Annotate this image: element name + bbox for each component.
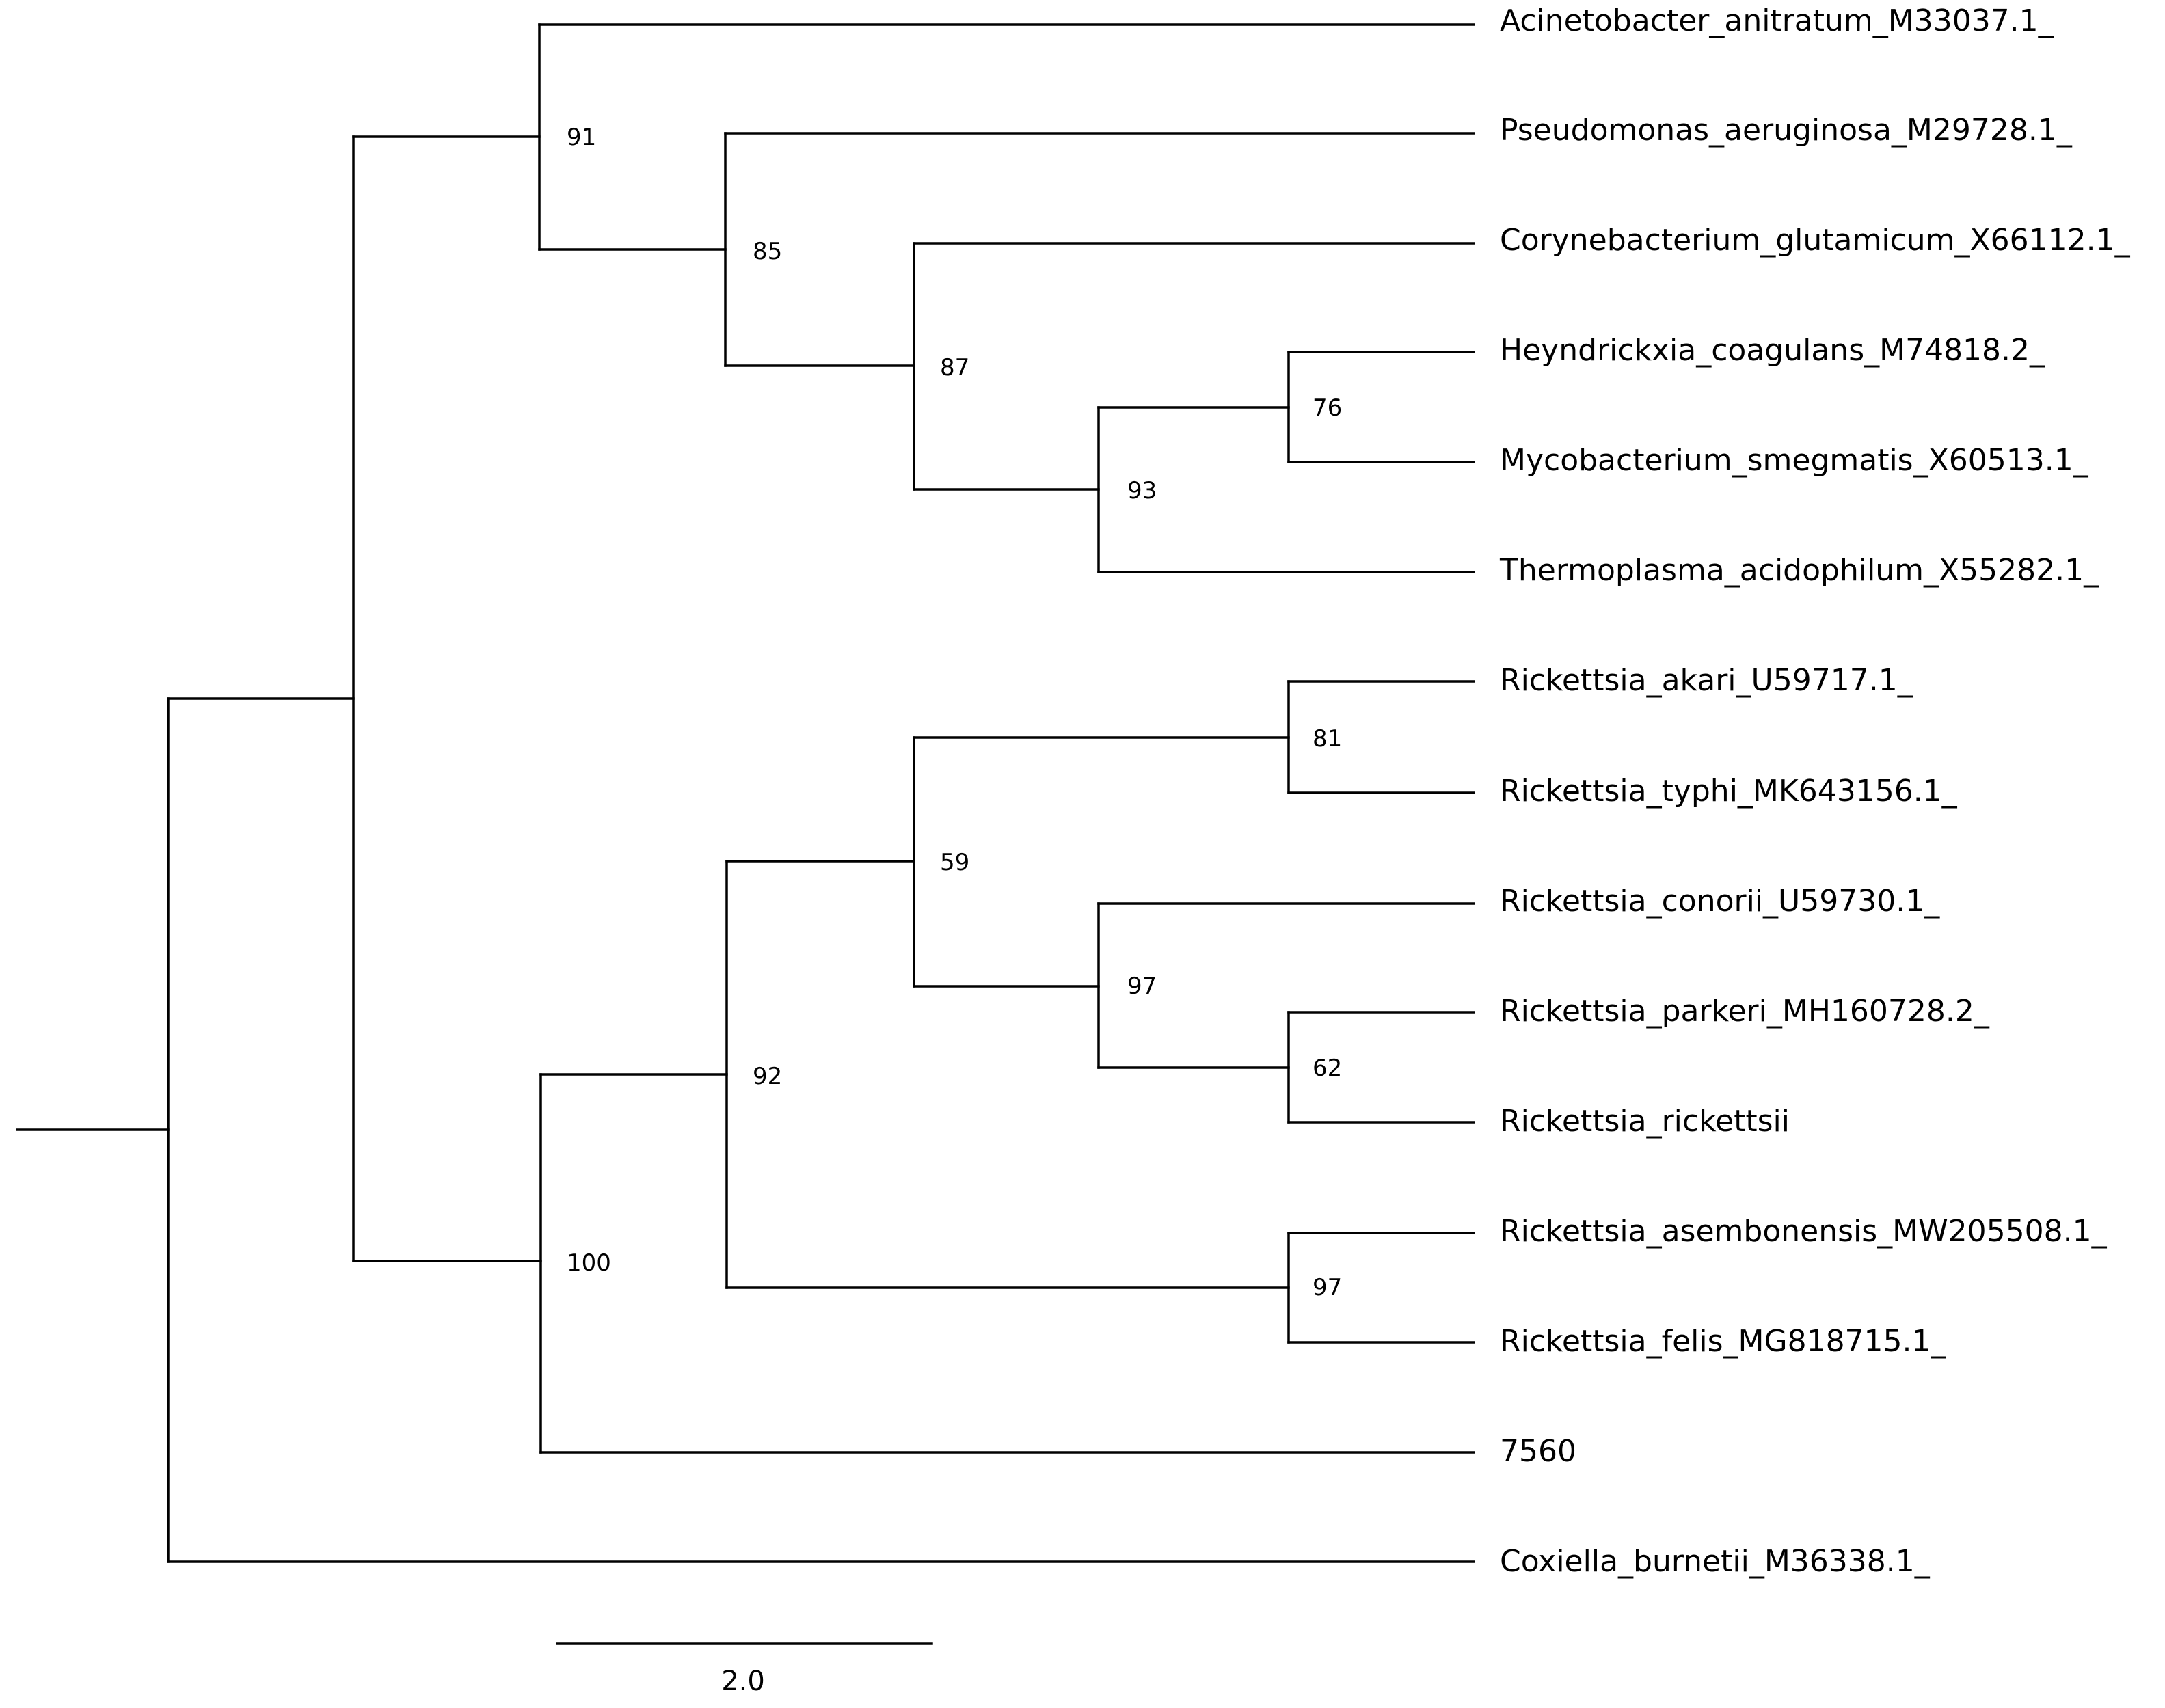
support-label-91: 91 xyxy=(567,124,596,151)
tip-label-coxiella: Coxiella_burnetii_M36338.1_ xyxy=(1500,1544,1931,1579)
tip-label-mycobacterium: Mycobacterium_smegmatis_X60513.1_ xyxy=(1500,443,2089,478)
scale-bar-label: 2.0 xyxy=(721,1666,765,1697)
tip-label-acinetobacter: Acinetobacter_anitratum_M33037.1_ xyxy=(1500,3,2054,38)
tip-label-pseudomonas: Pseudomonas_aeruginosa_M29728.1_ xyxy=(1500,113,2073,148)
support-label-93: 93 xyxy=(1127,477,1157,504)
tip-label-r-conorii: Rickettsia_conorii_U59730.1_ xyxy=(1500,884,1940,919)
support-label-62: 62 xyxy=(1313,1055,1342,1082)
support-label-59: 59 xyxy=(940,849,969,876)
scale-bar: 2.0 xyxy=(556,1642,933,1697)
tip-label-r-rickettsii: Rickettsia_rickettsii xyxy=(1500,1104,1790,1139)
tip-label-corynebacterium: Corynebacterium_glutamicum_X66112.1_ xyxy=(1500,223,2131,258)
support-label-97b: 97 xyxy=(1313,1274,1342,1301)
support-label-97a: 97 xyxy=(1127,973,1157,1000)
tip-label-r-parkeri: Rickettsia_parkeri_MH160728.2_ xyxy=(1500,994,1990,1029)
tip-label-thermoplasma: Thermoplasma_acidophilum_X55282.1_ xyxy=(1499,553,2099,588)
tip-label-r-typhi: Rickettsia_typhi_MK643156.1_ xyxy=(1500,774,1958,809)
tip-label-r-akari: Rickettsia_akari_U59717.1_ xyxy=(1500,663,1913,698)
support-label-100: 100 xyxy=(567,1249,611,1277)
support-label-76: 76 xyxy=(1313,394,1342,422)
support-label-92: 92 xyxy=(753,1063,782,1090)
support-values: 91 85 87 93 76 81 59 97 62 97 92 100 xyxy=(567,124,1342,1301)
support-label-81: 81 xyxy=(1313,725,1342,753)
tip-labels: Acinetobacter_anitratum_M33037.1_ Pseudo… xyxy=(1499,3,2131,1579)
tip-label-r-felis: Rickettsia_felis_MG818715.1_ xyxy=(1500,1324,1947,1359)
support-label-85: 85 xyxy=(753,238,782,265)
tree-branches xyxy=(16,23,1475,1563)
tip-label-r-asembonensis: Rickettsia_asembonensis_MW205508.1_ xyxy=(1500,1214,2108,1249)
tip-label-isolate-7560: 7560 xyxy=(1500,1434,1576,1469)
support-label-87: 87 xyxy=(940,354,969,381)
tip-label-heyndrickxia: Heyndrickxia_coagulans_M74818.2_ xyxy=(1500,333,2045,368)
